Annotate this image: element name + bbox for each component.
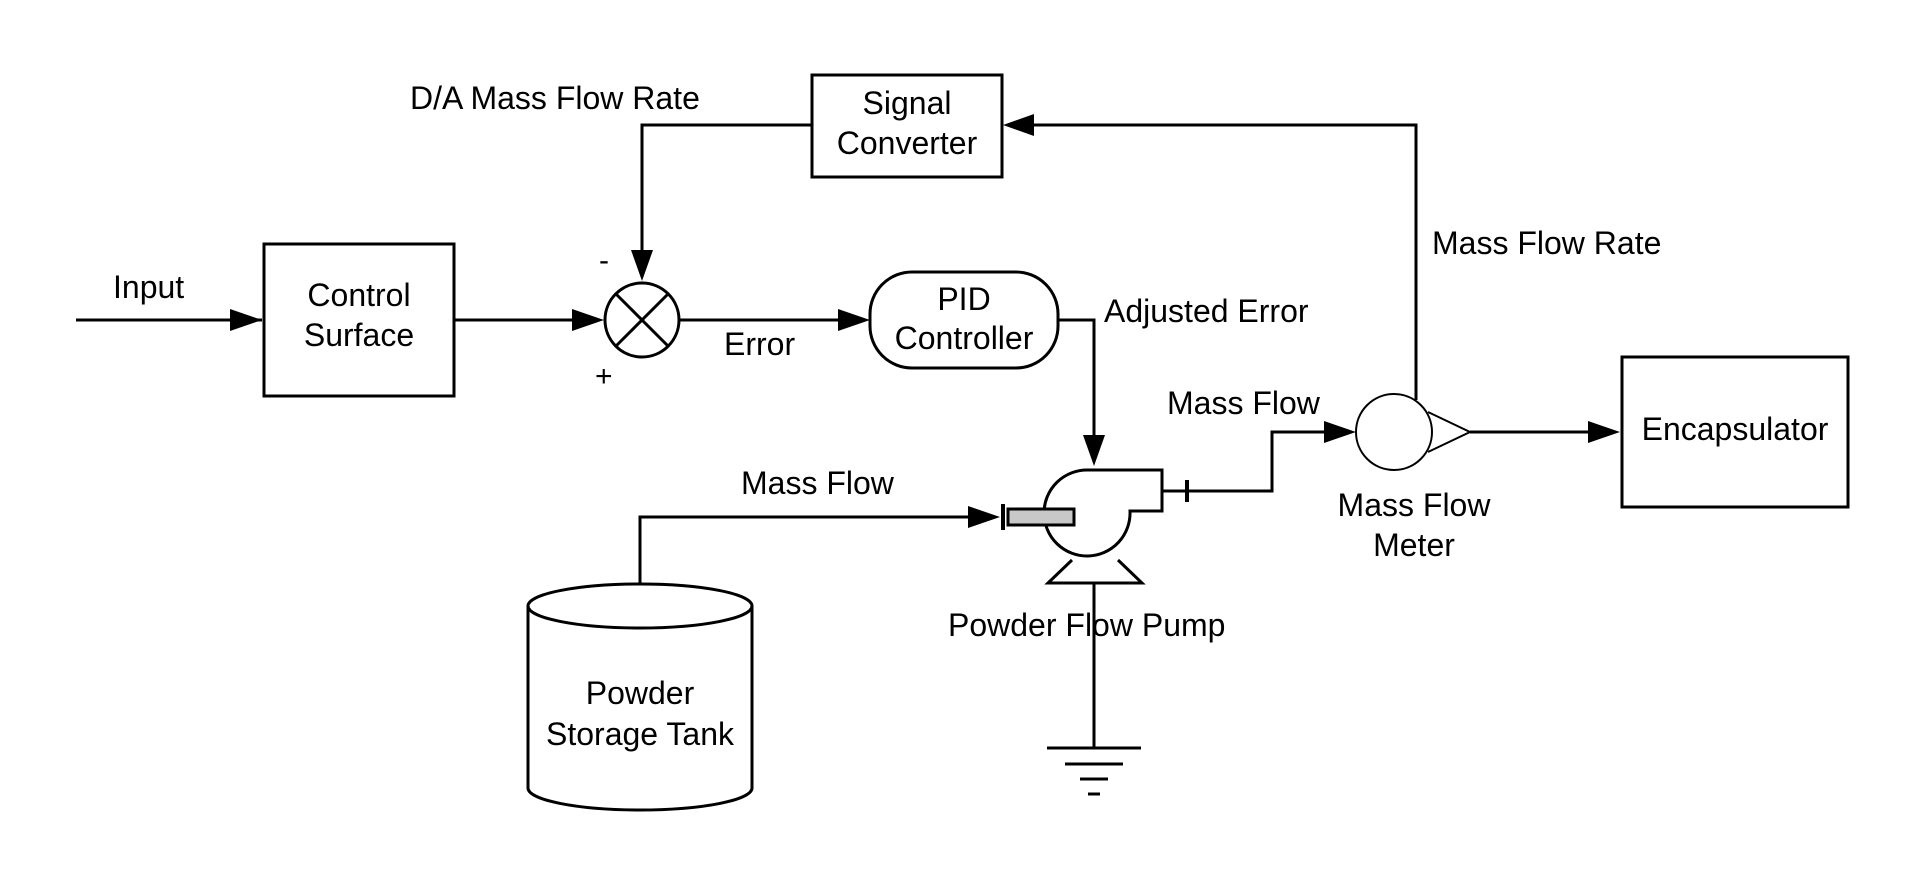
summing-junction xyxy=(603,281,681,359)
mass-flow-to-meter-label: Mass Flow xyxy=(1167,385,1321,421)
mass-flow-meter-label-line2: Meter xyxy=(1373,527,1455,563)
summing-minus-sign: - xyxy=(599,244,609,277)
pump-to-meter-connector xyxy=(1187,421,1356,493)
mass-flow-rate-label: Mass Flow Rate xyxy=(1432,225,1661,261)
adjusted-error-connector xyxy=(1058,318,1105,466)
pid-controller-block: PID Controller xyxy=(868,270,1060,370)
input-label: Input xyxy=(113,269,184,305)
signal-converter-label-line1: Signal xyxy=(863,85,952,121)
control-surface-label-line2: Surface xyxy=(304,317,414,353)
meter-to-encapsulator-connector xyxy=(1470,421,1620,443)
control-to-sum-connector xyxy=(454,309,604,331)
powder-storage-tank: Powder Storage Tank xyxy=(526,582,754,812)
feedback-to-sum-connector xyxy=(631,123,812,281)
error-connector xyxy=(679,309,870,331)
ground-icon xyxy=(1047,583,1141,796)
meter-to-converter-connector xyxy=(1003,114,1418,400)
pid-controller-label-line1: PID xyxy=(937,281,990,317)
input-connector xyxy=(76,309,262,331)
encapsulator-label: Encapsulator xyxy=(1642,411,1829,447)
signal-converter-label-line2: Converter xyxy=(837,125,978,161)
signal-converter-block: Signal Converter xyxy=(810,73,1004,179)
powder-flow-pump xyxy=(1001,468,1189,585)
powder-storage-tank-label-line1: Powder xyxy=(586,675,695,711)
adjusted-error-label: Adjusted Error xyxy=(1104,293,1309,329)
summing-plus-sign: + xyxy=(595,360,613,393)
control-surface-block: Control Surface xyxy=(262,242,456,398)
mass-flow-from-tank-label: Mass Flow xyxy=(741,465,895,501)
mass-flow-meter-label-line1: Mass Flow xyxy=(1338,487,1492,523)
powder-flow-pump-label: Powder Flow Pump xyxy=(948,607,1225,643)
powder-storage-tank-label-line2: Storage Tank xyxy=(546,716,735,752)
pid-controller-label-line2: Controller xyxy=(895,320,1034,356)
control-surface-label-line1: Control xyxy=(307,277,410,313)
error-label: Error xyxy=(724,326,795,362)
da-mass-flow-rate-label: D/A Mass Flow Rate xyxy=(410,80,700,116)
mass-flow-meter xyxy=(1355,393,1473,471)
encapsulator-block: Encapsulator xyxy=(1620,355,1850,509)
tank-to-pump-connector xyxy=(638,506,1000,584)
